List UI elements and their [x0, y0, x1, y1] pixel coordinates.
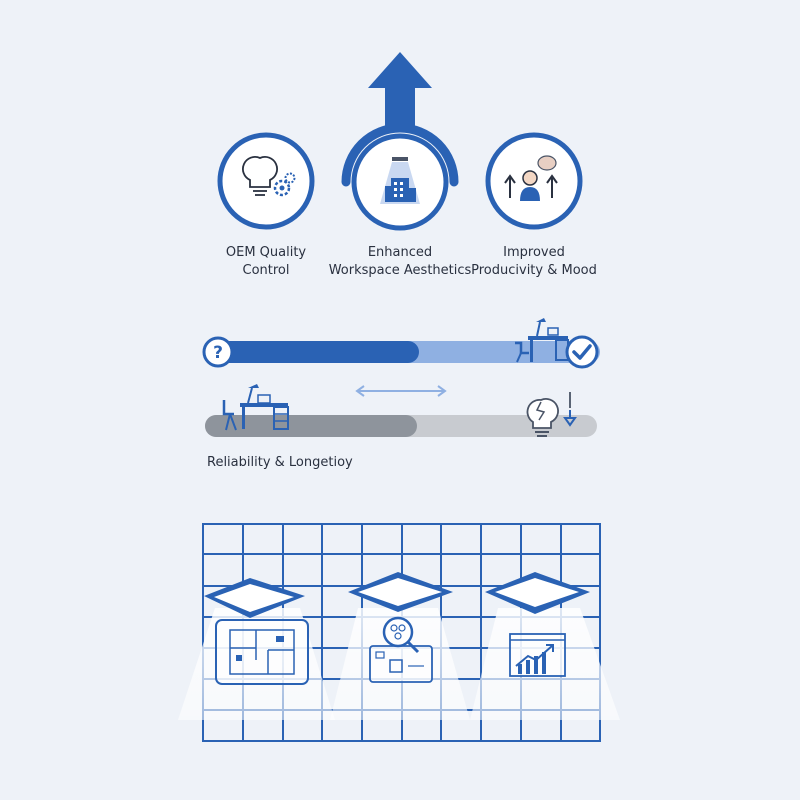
bottom-bar-light	[205, 415, 597, 437]
lightbulb-gear-icon	[242, 156, 296, 197]
double-arrow-icon	[355, 385, 447, 397]
bottom-bar-dark	[205, 415, 417, 437]
top-bar-dark	[205, 341, 419, 363]
person-brain-icon	[504, 155, 558, 201]
upward-arrow	[368, 52, 432, 130]
panel-light-3	[485, 572, 590, 614]
feature-label-productivity: Improved Producivity & Mood	[471, 245, 597, 278]
circuit-magnifier-icon	[369, 616, 433, 683]
panel-light-2	[348, 572, 453, 612]
light-beam-2	[330, 608, 470, 720]
building-light-icon	[380, 157, 420, 204]
question-mark-icon	[202, 336, 234, 368]
broken-bulb-icon	[526, 398, 559, 437]
down-arrow-icon	[563, 392, 577, 427]
feature-label-oem: OEM Quality Control	[225, 245, 307, 278]
light-beam-1	[178, 608, 335, 720]
desk-icon-bottom	[222, 384, 289, 431]
floor-plan-icon	[215, 619, 309, 685]
svg-text:?: ?	[213, 343, 223, 363]
reliability-label: Reliability & Longetioy	[207, 455, 353, 470]
desk-icon-top	[515, 318, 569, 363]
growth-chart-icon	[509, 633, 566, 677]
highlight-arc	[341, 123, 459, 187]
feature-label-workspace: Enhanced Workspace Aesthetics	[328, 245, 472, 278]
grid-lines	[203, 524, 600, 741]
check-icon	[565, 335, 599, 369]
top-bar-light	[205, 341, 600, 363]
light-beam-3	[470, 608, 620, 720]
panel-light-1	[204, 578, 305, 618]
